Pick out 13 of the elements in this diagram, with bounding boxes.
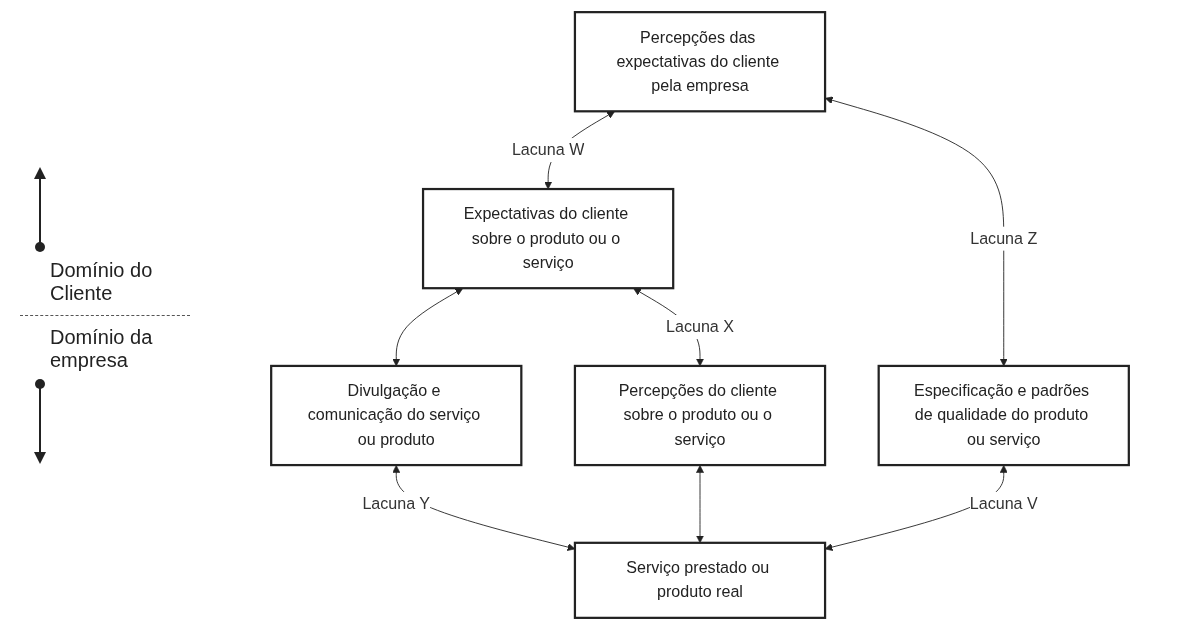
node-box: Serviço prestado ou produto real [573,541,827,619]
node-box: Divulgação e comunicação do serviço ou produto [270,364,523,467]
domain-label: Domínio da empresa [50,325,154,372]
node-box: Expectativas do cliente sobre o produto ou o serviço [421,187,675,290]
edge-label: Lacuna W [511,140,585,159]
node-box: Especificação e padrões de qualidade do produto ou serviço [877,364,1130,467]
node-box: Percepções do cliente sobre o produto ou o serviço [573,364,827,467]
node-box: Percepções das expectativas do cliente pela empresa [573,11,827,113]
edge-label: Lacuna V [969,494,1038,513]
edge-label: Lacuna Y [362,494,431,513]
domain-label: Domínio do Cliente [50,258,154,305]
edge-label: Lacuna X [666,317,734,336]
edge-label: Lacuna Z [970,229,1038,248]
